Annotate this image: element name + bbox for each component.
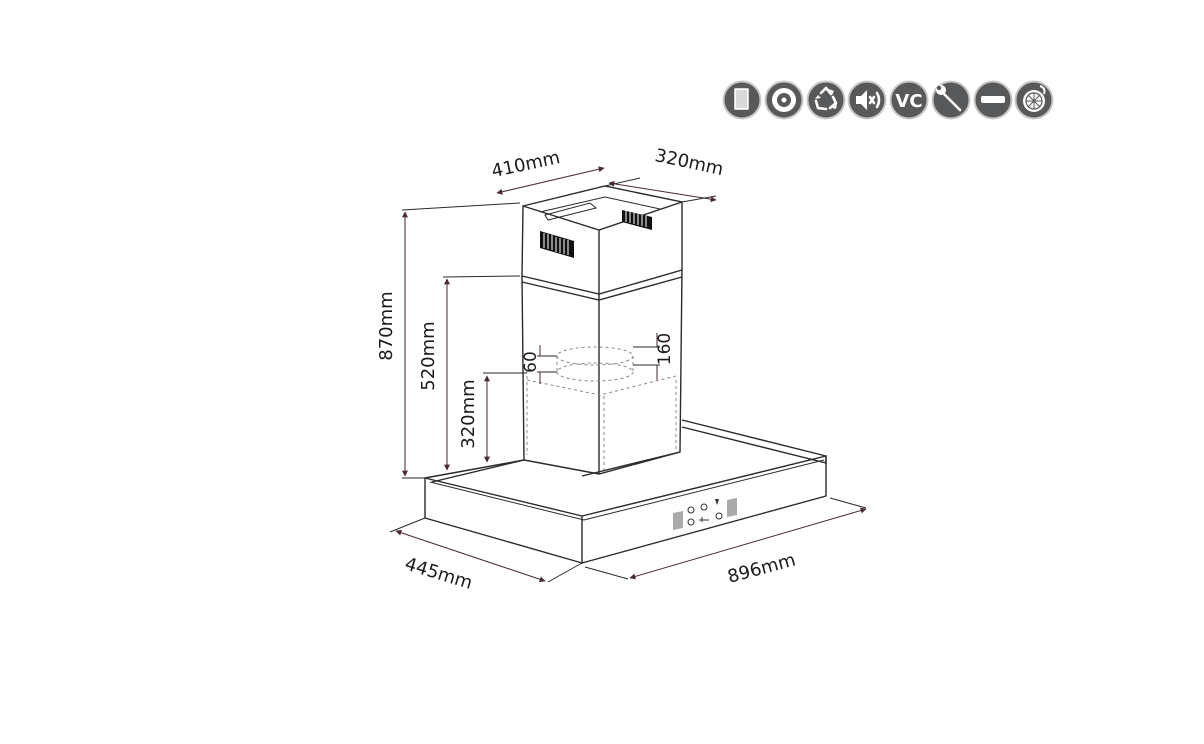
total-height-label: 870mm bbox=[376, 291, 397, 360]
vc-icon: VC bbox=[889, 80, 929, 120]
low-height-label: 320mm bbox=[458, 379, 479, 448]
outlet-diameter-label: 160 bbox=[655, 333, 675, 365]
chimney-width-label: 410mm bbox=[490, 147, 562, 182]
chimney-vent-right bbox=[622, 210, 652, 230]
dimension-lines bbox=[389, 166, 867, 583]
outlet-offset-label: 60 bbox=[521, 351, 541, 373]
chimney-depth-label: 320mm bbox=[653, 145, 725, 180]
hood-body bbox=[424, 419, 827, 564]
minus-icon bbox=[973, 80, 1013, 120]
hood-depth-label: 445mm bbox=[402, 554, 475, 594]
low-noise-icon bbox=[847, 80, 887, 120]
chimney-vent-left bbox=[540, 231, 574, 258]
svg-text:VC: VC bbox=[895, 91, 922, 112]
outlet-ring bbox=[556, 346, 634, 382]
turbo-fan-icon bbox=[1014, 80, 1054, 120]
dimension-labels: 410mm 320mm 870mm 520mm 320mm 60 160 445… bbox=[376, 145, 798, 594]
hood-width-label: 896mm bbox=[725, 550, 798, 588]
dial-control-icon bbox=[764, 80, 804, 120]
chimney-upper bbox=[521, 185, 683, 295]
wrench-icon bbox=[931, 80, 971, 120]
mid-height-label: 520mm bbox=[418, 321, 439, 390]
filter-panel-icon bbox=[722, 80, 762, 120]
recycle-icon bbox=[806, 80, 846, 120]
control-panel bbox=[673, 498, 737, 530]
